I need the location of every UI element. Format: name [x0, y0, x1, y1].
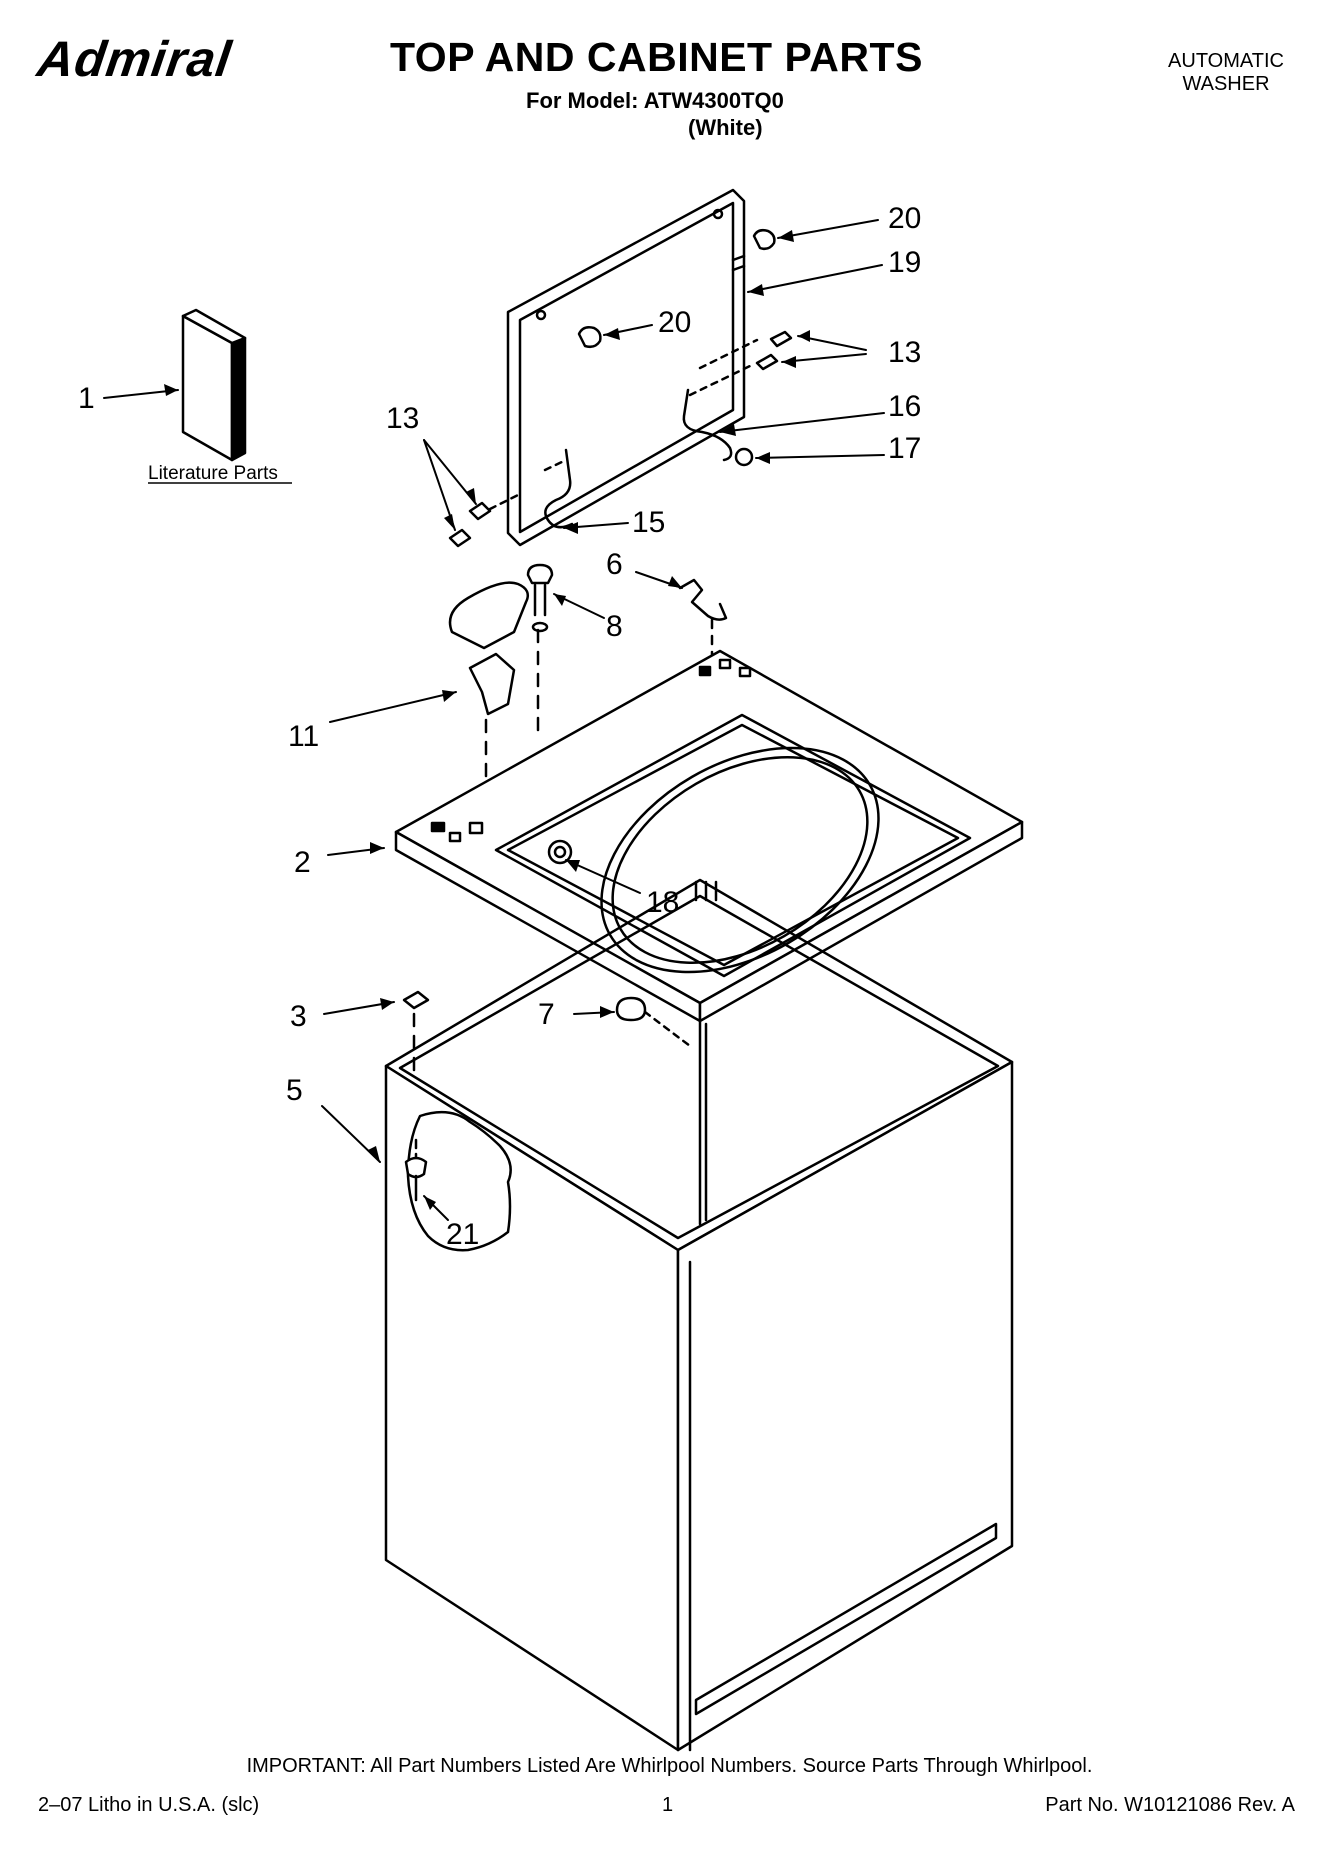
- callout-11: 11: [288, 720, 319, 753]
- color-line: (White): [688, 115, 763, 140]
- clip-6: [678, 578, 728, 662]
- literature-booklet: [181, 308, 247, 462]
- product-type-line2: WASHER: [1182, 73, 1270, 95]
- screw-13-right: [688, 330, 793, 397]
- callout-17: 17: [888, 432, 921, 465]
- callout-20-lower: 20: [658, 306, 691, 339]
- hinge-rod-15: [543, 448, 574, 529]
- callout-6: 6: [606, 548, 623, 581]
- callout-1: 1: [78, 382, 95, 415]
- callout-15: 15: [632, 506, 665, 539]
- page-title: TOP AND CABINET PARTS: [390, 34, 923, 80]
- top-panel-2: [394, 649, 1024, 1023]
- clip-3: [402, 990, 430, 1080]
- callout-19: 19: [888, 246, 921, 279]
- model-line: For Model: ATW4300TQ0: [526, 88, 784, 113]
- bumper-20-upper: [752, 228, 776, 251]
- callout-8: 8: [606, 610, 623, 643]
- product-type-line1: AUTOMATIC: [1168, 50, 1284, 72]
- callout-13-right: 13: [888, 336, 921, 369]
- page-number: 1: [662, 1794, 674, 1816]
- screw-8: [526, 563, 554, 633]
- screw-7: [615, 996, 692, 1048]
- litho-info: 2–07 Litho in U.S.A. (slc): [38, 1794, 260, 1816]
- part-number: Part No. W10121086 Rev. A: [1045, 1794, 1295, 1816]
- lid-assembly: [506, 188, 746, 547]
- callout-2: 2: [294, 846, 311, 879]
- screw-13-left: [448, 492, 522, 548]
- arrow-heads: [164, 230, 810, 1210]
- callout-16: 16: [888, 390, 921, 423]
- callout-20-upper: 20: [888, 202, 921, 235]
- important-note: IMPORTANT: All Part Numbers Listed Are W…: [246, 1755, 1093, 1777]
- cabinet-cutaway: [404, 1110, 512, 1252]
- callout-18: 18: [646, 886, 679, 919]
- callout-3: 3: [290, 1000, 307, 1033]
- fitting-18: [547, 839, 573, 865]
- literature-parts-label: Literature Parts: [148, 463, 278, 484]
- callout-13-left: 13: [386, 402, 419, 435]
- lid-switch-11: [448, 581, 540, 814]
- hinge-rod-16: [682, 388, 754, 467]
- callout-5: 5: [286, 1074, 303, 1107]
- callout-7: 7: [538, 998, 555, 1031]
- callout-21: 21: [446, 1218, 479, 1251]
- bumper-20-lower: [577, 326, 602, 349]
